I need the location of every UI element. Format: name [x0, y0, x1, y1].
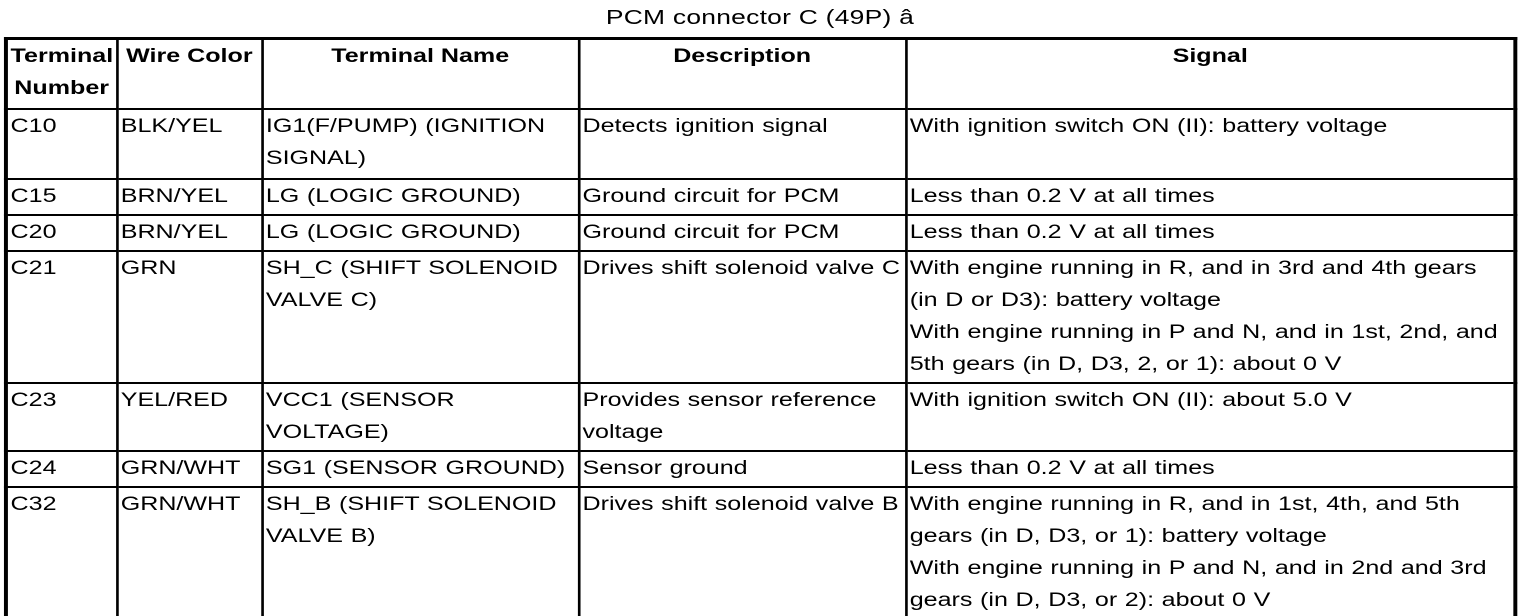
- cell-wire-color: GRN: [115, 249, 264, 384]
- cell-terminal-name: SG1 (SENSOR GROUND): [260, 449, 580, 488]
- signal-line: Less than 0.2 V at all times: [909, 221, 1215, 243]
- signal-line: With engine running in R, and in 1st, 4t…: [909, 493, 1460, 547]
- cell-signal: With ignition switch ON (II): about 5.0 …: [904, 381, 1517, 452]
- table-row: C15 BRN/YEL LG (LOGIC GROUND) Ground cir…: [4, 177, 1517, 216]
- col-header-signal: Signal: [904, 37, 1517, 110]
- cell-description: Ground circuit for PCM: [577, 213, 908, 252]
- cell-description: Sensor ground: [577, 449, 908, 488]
- cell-description: Provides sensor reference voltage: [577, 381, 908, 452]
- cell-terminal-name: SH_B (SHIFT SOLENOID VALVE B): [260, 485, 580, 616]
- cell-wire-color: BRN/YEL: [115, 177, 264, 216]
- cell-terminal-number: C20: [4, 213, 119, 252]
- cell-wire-color: BRN/YEL: [115, 213, 264, 252]
- cell-wire-color: GRN/WHT: [115, 485, 264, 616]
- cell-terminal-name: IG1(F/PUMP) (IGNITION SIGNAL): [260, 107, 580, 180]
- cell-terminal-number: C21: [4, 249, 119, 384]
- signal-line: Less than 0.2 V at all times: [909, 457, 1215, 479]
- table-row: C23 YEL/RED VCC1 (SENSOR VOLTAGE) Provid…: [4, 381, 1517, 452]
- cell-terminal-number: C15: [4, 177, 119, 216]
- cell-terminal-number: C32: [4, 485, 119, 616]
- table-row: C10 BLK/YEL IG1(F/PUMP) (IGNITION SIGNAL…: [4, 107, 1517, 180]
- signal-line: With ignition switch ON (II): battery vo…: [909, 115, 1388, 137]
- table-row: C24 GRN/WHT SG1 (SENSOR GROUND) Sensor g…: [4, 449, 1517, 488]
- signal-line: With ignition switch ON (II): about 5.0 …: [909, 389, 1352, 411]
- page-title: PCM connector C (49P) â: [605, 7, 915, 29]
- cell-signal: Less than 0.2 V at all times: [904, 449, 1517, 488]
- signal-line: With engine running in P and N, and in 1…: [909, 321, 1498, 375]
- cell-terminal-name: LG (LOGIC GROUND): [260, 213, 580, 252]
- cell-description: Drives shift solenoid valve B: [577, 485, 908, 616]
- col-header-terminal-number: Terminal Number: [4, 37, 119, 110]
- col-header-terminal-name: Terminal Name: [260, 37, 580, 110]
- table-header-row: Terminal Number Wire Color Terminal Name…: [4, 37, 1517, 110]
- cell-signal: Less than 0.2 V at all times: [904, 177, 1517, 216]
- col-header-description: Description: [577, 37, 908, 110]
- cell-terminal-number: C24: [4, 449, 119, 488]
- table-row: C21 GRN SH_C (SHIFT SOLENOID VALVE C) Dr…: [4, 249, 1517, 384]
- table-row: C32 GRN/WHT SH_B (SHIFT SOLENOID VALVE B…: [4, 485, 1517, 616]
- cell-description: Drives shift solenoid valve C: [577, 249, 908, 384]
- cell-signal: With engine running in R, and in 3rd and…: [904, 249, 1517, 384]
- cell-terminal-name: LG (LOGIC GROUND): [260, 177, 580, 216]
- pcm-connector-table: Terminal Number Wire Color Terminal Name…: [3, 37, 1518, 616]
- cell-terminal-number: C10: [4, 107, 119, 180]
- cell-description: Detects ignition signal: [577, 107, 908, 180]
- cell-signal: With engine running in R, and in 1st, 4t…: [904, 485, 1517, 616]
- col-header-wire-color: Wire Color: [115, 37, 264, 110]
- cell-wire-color: YEL/RED: [115, 381, 264, 452]
- cell-wire-color: BLK/YEL: [115, 107, 264, 180]
- cell-signal: With ignition switch ON (II): battery vo…: [904, 107, 1517, 180]
- cell-wire-color: GRN/WHT: [115, 449, 264, 488]
- cell-terminal-number: C23: [4, 381, 119, 452]
- table-row: C20 BRN/YEL LG (LOGIC GROUND) Ground cir…: [4, 213, 1517, 252]
- signal-line: With engine running in R, and in 3rd and…: [909, 257, 1477, 311]
- cell-terminal-name: VCC1 (SENSOR VOLTAGE): [260, 381, 580, 452]
- cell-terminal-name: SH_C (SHIFT SOLENOID VALVE C): [260, 249, 580, 384]
- cell-signal: Less than 0.2 V at all times: [904, 213, 1517, 252]
- signal-line: With engine running in P and N, and in 2…: [909, 557, 1487, 611]
- signal-line: Less than 0.2 V at all times: [909, 185, 1215, 207]
- page: PCM connector C (49P) â Terminal Number …: [0, 6, 1520, 616]
- cell-description: Ground circuit for PCM: [577, 177, 908, 216]
